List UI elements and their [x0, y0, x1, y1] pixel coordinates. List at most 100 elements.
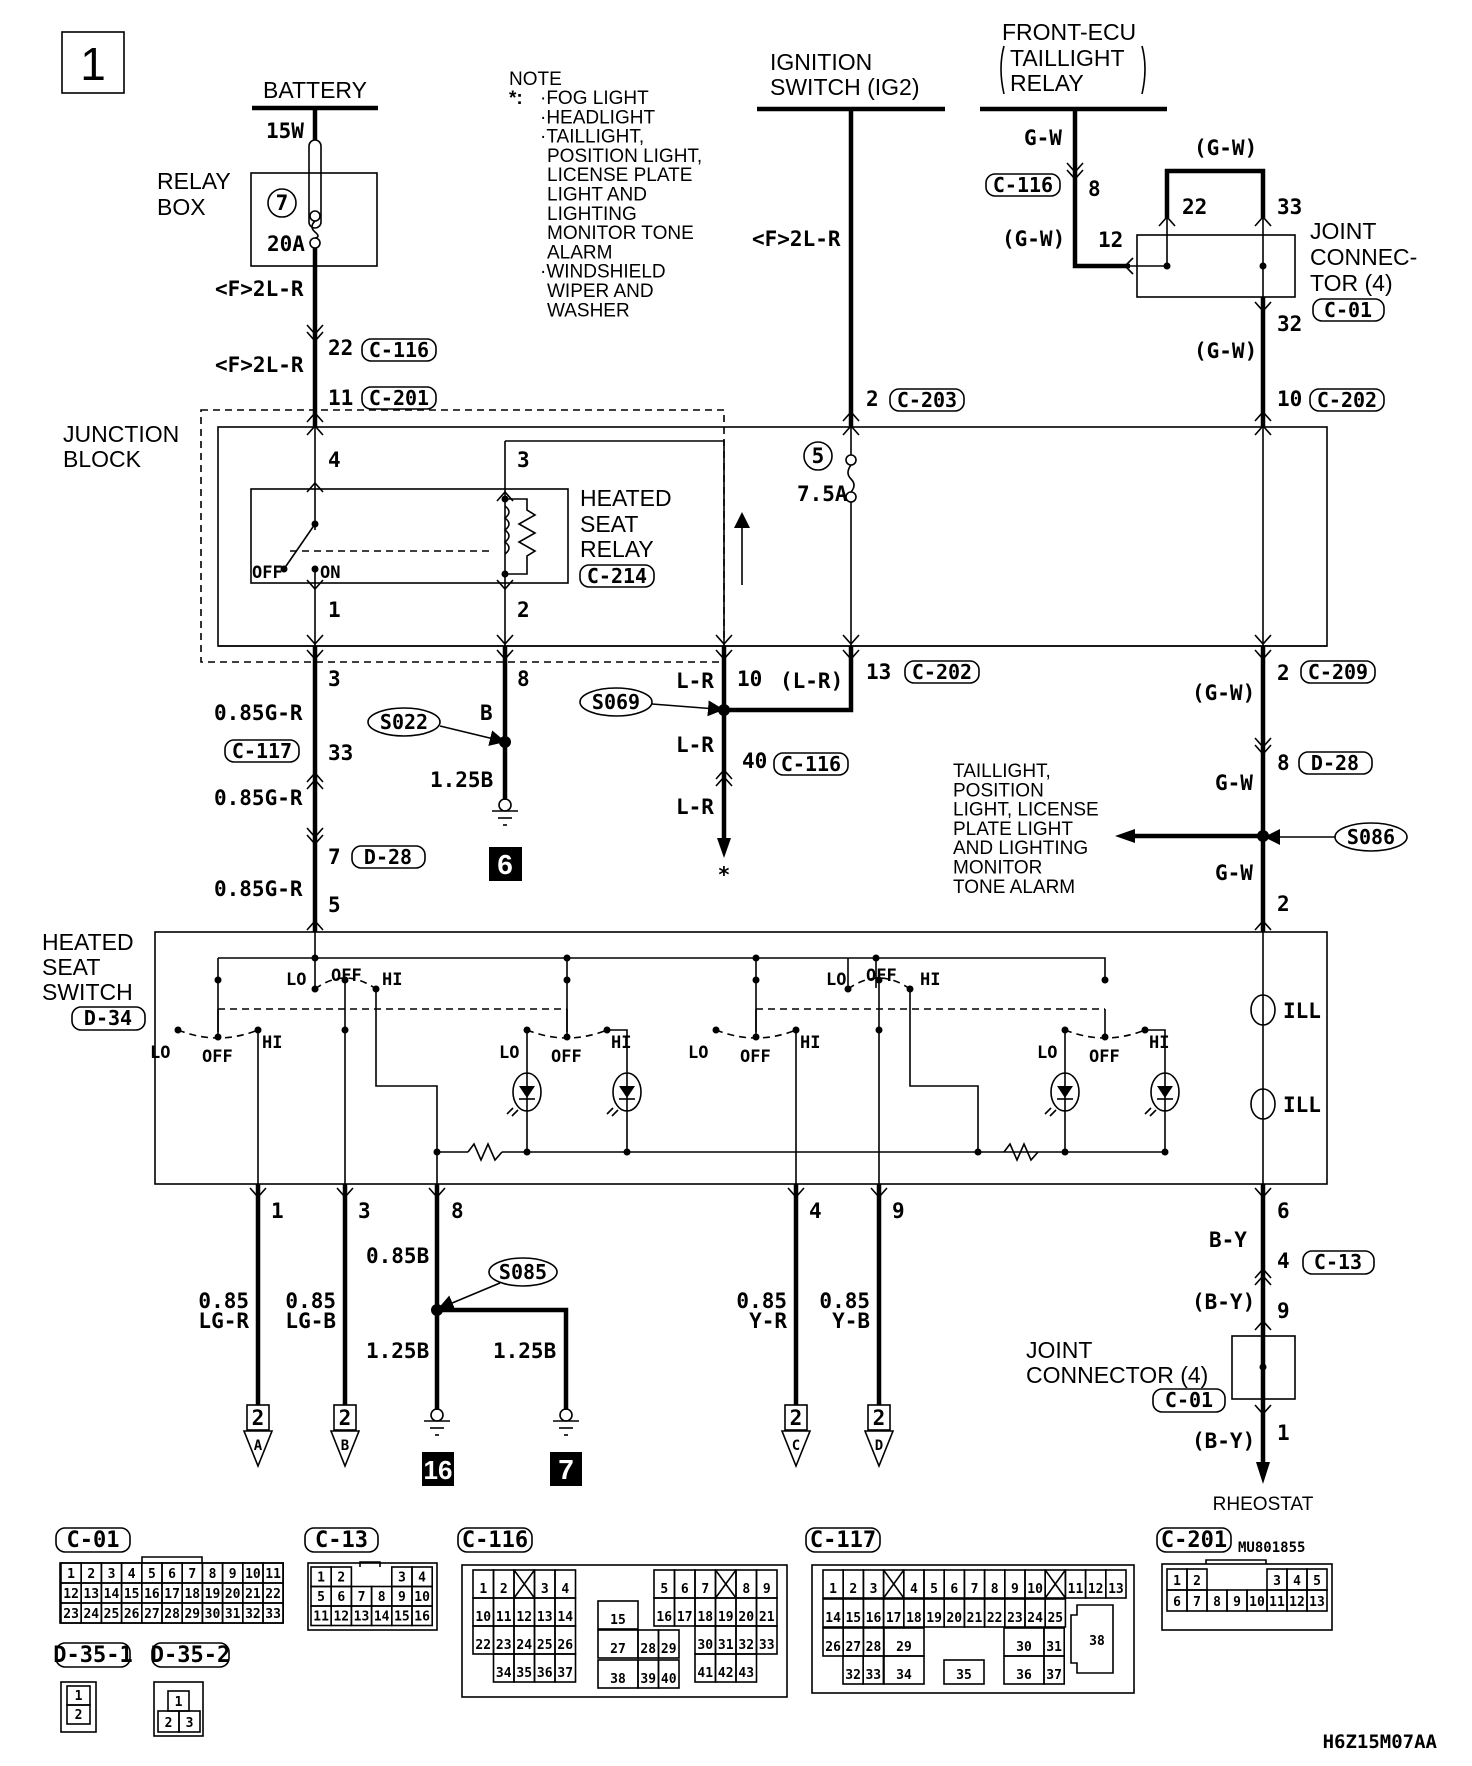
pin-cell: 1	[67, 1567, 75, 1582]
svg-text:L-R: L-R	[676, 669, 714, 693]
connector-c117-row4e: 37	[1043, 1655, 1066, 1685]
pin-cell: 21	[759, 1610, 775, 1625]
pin-cell: 7	[971, 1582, 979, 1597]
svg-text:JOINT: JOINT	[1310, 218, 1376, 244]
pin-cell: 7	[358, 1590, 366, 1605]
pin-cell: 19	[205, 1587, 221, 1602]
svg-text:*:: *:	[509, 88, 523, 109]
pin-cell: 15	[610, 1613, 626, 1628]
pin-cell: 14	[104, 1587, 120, 1602]
offpage-arrow-icon	[329, 1430, 361, 1469]
pin-cell: 29	[661, 1642, 677, 1657]
svg-text:BLOCK: BLOCK	[63, 446, 142, 472]
pin-cell: 3	[186, 1716, 194, 1731]
wire-size: 0.85	[736, 1289, 787, 1313]
pin-cell: 8	[991, 1582, 999, 1597]
svg-text:6: 6	[1277, 1199, 1290, 1223]
svg-text:<F>2L-R: <F>2L-R	[215, 353, 304, 377]
pin-cell: 30	[1016, 1640, 1032, 1655]
pin-cell: 38	[610, 1672, 626, 1687]
pin-cell: 22	[987, 1611, 1003, 1626]
connector-c116-title: C-116	[462, 1528, 528, 1553]
pin-cell: 3	[398, 1571, 406, 1586]
led-indicator-icon	[1150, 1072, 1180, 1112]
pin-cell: 16	[656, 1610, 672, 1625]
pin-cell: 32	[738, 1638, 754, 1653]
pin-cell: 40	[661, 1672, 677, 1687]
pin-cell: 13	[537, 1610, 553, 1625]
pin-cell: 16	[144, 1587, 160, 1602]
offpage-page: 2	[790, 1406, 803, 1430]
pin-cell: 32	[245, 1607, 261, 1622]
pin-cell: 21	[967, 1611, 983, 1626]
pin-cell: 27	[610, 1642, 626, 1657]
junction-outputs: 3 0.85G-R C-117 33 0.85G-R 7 D-28 0.85G-…	[214, 646, 1408, 932]
pin-cell: 18	[697, 1610, 713, 1625]
pin-cell: 1	[829, 1582, 837, 1597]
svg-text:ON: ON	[320, 563, 340, 583]
pin-cell: 15	[124, 1587, 140, 1602]
pin-cell: 6	[1173, 1595, 1181, 1610]
offpage-ref: D	[875, 1438, 883, 1454]
svg-text:9: 9	[1277, 1299, 1290, 1323]
hi-label: HI	[262, 1033, 282, 1053]
ground-point-6	[489, 847, 522, 881]
svg-text:10: 10	[737, 667, 762, 691]
svg-text:B-Y: B-Y	[1209, 1228, 1247, 1252]
pin-cell: 23	[496, 1638, 512, 1653]
off-label: OFF	[202, 1047, 233, 1067]
pin-cell: 24	[516, 1638, 532, 1653]
pin-cell: 30	[205, 1607, 221, 1622]
pin-cell: 38	[1089, 1634, 1105, 1649]
svg-text:32: 32	[1277, 312, 1302, 336]
connector-c201-title: C-201	[1161, 1528, 1227, 1553]
svg-text:(B-Y): (B-Y)	[1192, 1429, 1255, 1453]
svg-text:C-214: C-214	[587, 564, 647, 588]
pin-cell: 6	[681, 1582, 689, 1597]
pin-cell: 14	[374, 1610, 390, 1625]
pin-cell: 26	[124, 1607, 140, 1622]
led-indicator-icon	[612, 1072, 642, 1112]
pin-cell: 28	[866, 1640, 882, 1655]
svg-text:HI: HI	[920, 970, 940, 990]
pin-cell: 14	[557, 1610, 573, 1625]
pin-cell: 12	[1289, 1595, 1305, 1610]
splice-s022: S022	[380, 710, 428, 734]
connector-c117-row3c: 30	[1003, 1627, 1045, 1657]
svg-text:10: 10	[1277, 387, 1302, 411]
pin-cell: 35	[956, 1668, 972, 1683]
relay-box-label: RELAY	[157, 168, 231, 194]
offpage-page: 2	[339, 1406, 352, 1430]
svg-text:SWITCH (IG2): SWITCH (IG2)	[770, 74, 920, 100]
pin-cell: 3	[108, 1567, 116, 1582]
pin-cell: 24	[1027, 1611, 1043, 1626]
diagram-id: H6Z15M07AA	[1323, 1731, 1438, 1753]
connector-c116-mid-a: 15	[597, 1600, 639, 1630]
off-label: OFF	[1089, 1047, 1120, 1067]
lo-label: LO	[1037, 1043, 1057, 1063]
svg-text:11: 11	[328, 386, 353, 410]
pin-cell: 4	[418, 1571, 426, 1586]
pin-cell: 2	[337, 1571, 345, 1586]
fusible-link-icon	[308, 139, 322, 229]
svg-text:8: 8	[517, 667, 530, 691]
pin-cell: 9	[763, 1582, 771, 1597]
front-ecu-source: FRONT-ECU TAILLIGHT RELAY G-W C-116 8 (G…	[980, 19, 1417, 427]
page-number: 1	[80, 38, 106, 90]
svg-text:G-W: G-W	[1215, 771, 1253, 795]
svg-text:NOTE: NOTE	[509, 69, 562, 90]
connector-c117-row3d: 31	[1043, 1627, 1066, 1657]
pin-number: 4	[809, 1199, 822, 1223]
pin-cell: 15	[845, 1611, 861, 1626]
pin-cell: 26	[825, 1640, 841, 1655]
note-items: ·FOG LIGHT·HEADLIGHT·TAILLIGHT,POSITION …	[540, 88, 702, 321]
